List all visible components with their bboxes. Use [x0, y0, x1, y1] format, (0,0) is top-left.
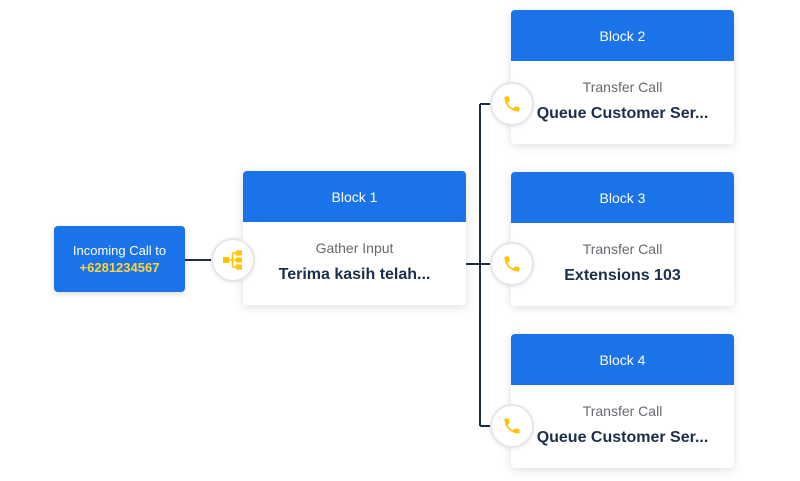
block-1-value: Terima kasih telah... [278, 266, 431, 283]
block-3-value: Extensions 103 [564, 267, 681, 284]
block-2-node[interactable] [490, 82, 534, 126]
phone-icon [504, 256, 520, 272]
block-4-card[interactable]: Block 4 Transfer Call Queue Customer Ser… [511, 334, 734, 468]
block-1-title: Block 1 [243, 171, 466, 222]
flow-tree-icon [223, 250, 242, 270]
block-2-card[interactable]: Block 2 Transfer Call Queue Customer Ser… [511, 10, 734, 144]
block-2-title: Block 2 [511, 10, 734, 61]
block-3-card[interactable]: Block 3 Transfer Call Extensions 103 [511, 172, 734, 306]
block-3-title: Block 3 [511, 172, 734, 223]
incoming-call-number: +6281234567 [79, 260, 160, 275]
block-1-type: Gather Input [315, 240, 394, 256]
block-2-type: Transfer Call [582, 79, 663, 95]
block-4-type: Transfer Call [582, 403, 663, 419]
block-1-card[interactable]: Block 1 Gather Input Terima kasih telah.… [243, 171, 466, 305]
block-1-node[interactable] [211, 238, 255, 282]
incoming-call-label: Incoming Call to [72, 243, 167, 258]
block-2-value: Queue Customer Ser... [536, 105, 709, 122]
incoming-call-node[interactable]: Incoming Call to +6281234567 [54, 226, 185, 292]
block-4-node[interactable] [490, 404, 534, 448]
block-4-value: Queue Customer Ser... [536, 429, 709, 446]
block-3-type: Transfer Call [582, 241, 663, 257]
phone-icon [504, 96, 520, 112]
block-3-node[interactable] [490, 242, 534, 286]
block-4-title: Block 4 [511, 334, 734, 385]
phone-icon [504, 418, 520, 434]
